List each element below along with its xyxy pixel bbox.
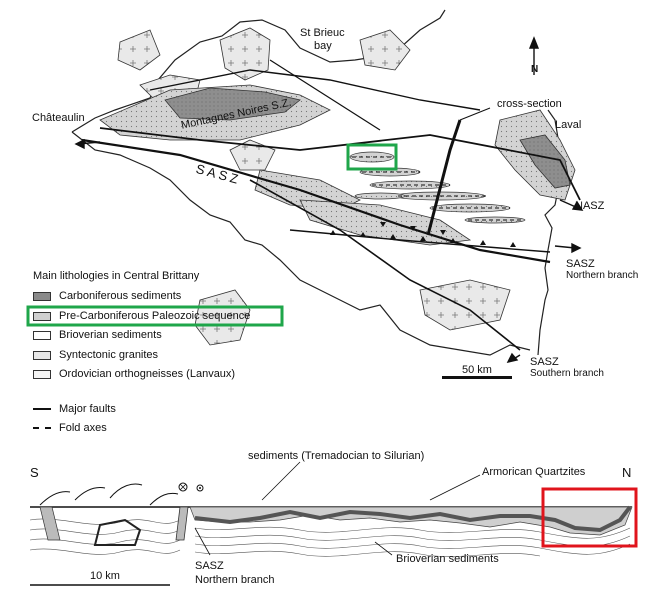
- granite-body: [117, 29, 161, 71]
- coastline-west: [71, 131, 531, 356]
- granite-body: [219, 27, 271, 81]
- carboniferous-basin: [164, 87, 301, 121]
- brioverian-section-label: Brioverian sediments: [396, 553, 499, 565]
- north-label: N: [531, 64, 539, 75]
- orthogneiss-swatch: [33, 369, 51, 379]
- shear-arrows: [74, 138, 584, 364]
- legend-item: Brioverian sediments: [33, 328, 162, 342]
- south-label: S: [30, 465, 39, 480]
- cross-section: [29, 461, 633, 586]
- legend-label: Fold axes: [59, 422, 107, 434]
- sediments-label: sediments (Tremadocian to Silurian): [248, 450, 425, 462]
- map-scale-label: 50 km: [462, 364, 492, 376]
- legend-item: Carboniferous sediments: [33, 289, 181, 303]
- granite-body: [229, 139, 276, 171]
- legend-label: Carboniferous sediments: [59, 290, 182, 302]
- legend-label: Major faults: [59, 403, 116, 415]
- granite-body: [419, 279, 511, 331]
- north-section-label: N: [622, 465, 632, 480]
- nasz-label: NASZ: [575, 200, 605, 212]
- legend-item: Syntectonic granites: [33, 348, 158, 362]
- green-highlight-legend: [26, 305, 284, 327]
- legend-item: Major faults: [33, 402, 116, 416]
- paleozoic-swatch: [33, 311, 51, 321]
- carboniferous-basin: [519, 134, 571, 189]
- armorican-label: Armorican Quartzites: [482, 466, 586, 478]
- legend-item: Fold axes: [33, 421, 107, 435]
- legend-label: Brioverian sediments: [59, 329, 162, 341]
- sasz-north-label: SASZ: [566, 258, 595, 270]
- red-highlight-section: [541, 487, 638, 548]
- legend-item: Pre-Carboniferous Paleozoic sequence: [33, 309, 250, 323]
- southern-branch-label: Southern branch: [530, 368, 604, 379]
- north-arrow: [528, 36, 540, 75]
- section-scale-label: 10 km: [90, 570, 120, 582]
- map-scale-bar: [442, 376, 512, 379]
- northern-branch-section-label: Northern branch: [195, 574, 275, 586]
- cross-section-line: [426, 119, 462, 236]
- legend-item: Ordovician orthogneisses (Lanvaux): [33, 367, 235, 381]
- sasz-south-label: SASZ: [530, 356, 559, 368]
- brioverian-swatch: [33, 330, 51, 340]
- granite-body: [359, 29, 411, 71]
- cross-section-label: cross-section: [497, 98, 562, 110]
- legend-label: Syntectonic granites: [59, 349, 159, 361]
- granite-swatch: [33, 350, 51, 360]
- legend-title: Main lithologies in Central Brittany: [33, 270, 200, 282]
- carboniferous-swatch: [33, 291, 51, 301]
- bay-label: bay: [314, 40, 332, 52]
- northern-branch-label: Northern branch: [566, 270, 639, 281]
- legend-label: Pre-Carboniferous Paleozoic sequence: [59, 310, 251, 322]
- green-highlight-map: [346, 143, 398, 171]
- laval-label: Laval: [555, 119, 582, 131]
- chateaulin-label: Châteaulin: [32, 112, 85, 124]
- major-faults: [81, 59, 581, 351]
- st-brieuc-label: St Brieuc: [300, 27, 345, 39]
- legend-label: Ordovician orthogneisses (Lanvaux): [59, 368, 236, 380]
- fold-axis-swatch: [33, 427, 51, 429]
- thrust-teeth: [330, 222, 516, 247]
- fold-axes: [352, 156, 524, 221]
- fault-line-swatch: [33, 408, 51, 410]
- sasz-section-label: SASZ: [195, 560, 224, 572]
